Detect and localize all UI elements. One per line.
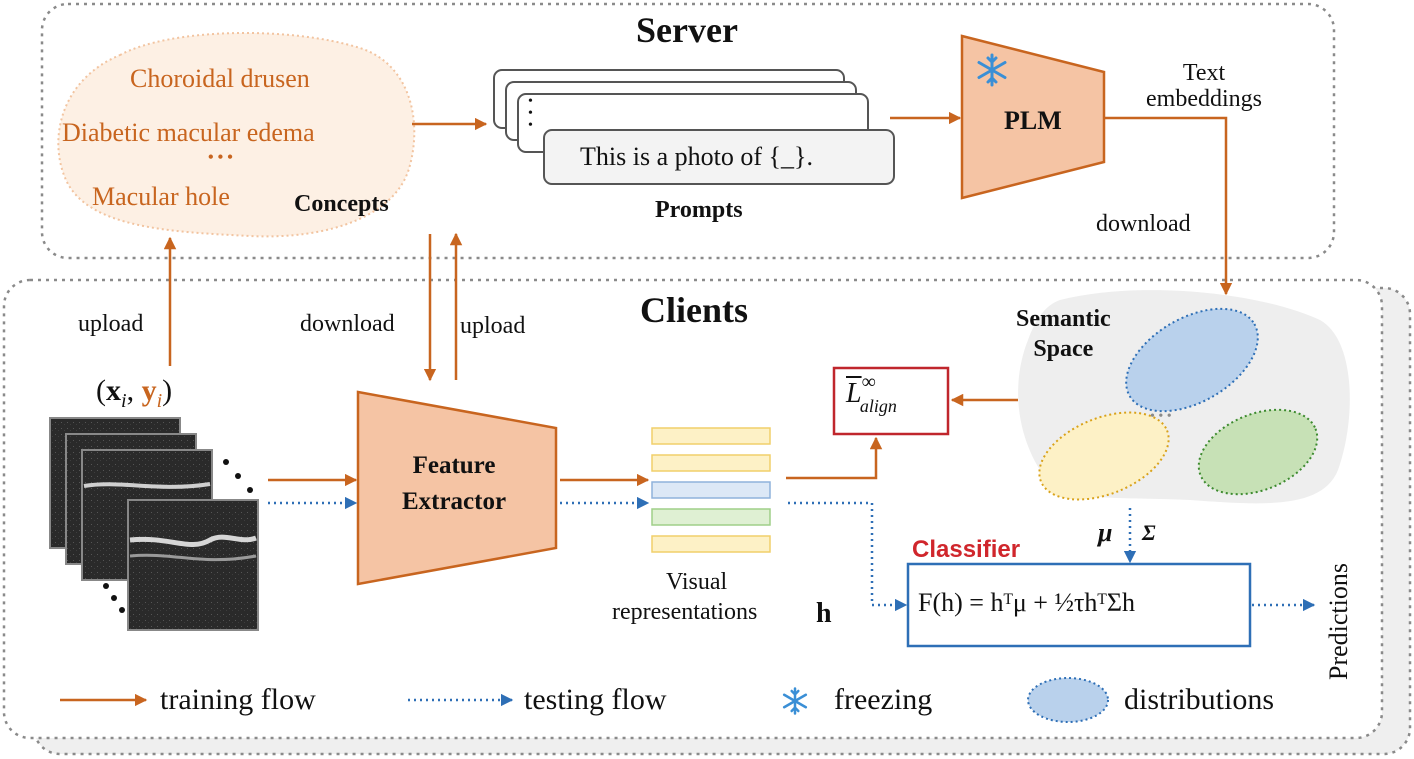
plm-block (960, 34, 1106, 200)
visual-label-line2: representations (612, 599, 758, 625)
snowflake-icon (977, 53, 1007, 87)
visual-label-line1: Visual (666, 569, 728, 595)
mu-label: μ (1098, 518, 1113, 547)
legend-distribution-ellipse (1027, 677, 1109, 723)
predictions-label: Predictions (1324, 563, 1353, 680)
server-download-label: download (1096, 211, 1191, 237)
concept-item-2: Diabetic macular edema (62, 118, 315, 147)
align-loss-box (832, 366, 950, 436)
visual-representation-bars (651, 427, 771, 553)
visual-symbol-h: h (816, 598, 832, 629)
feature-extractor-label: Feature Extractor (401, 452, 507, 515)
clients-title: Clients (640, 290, 748, 330)
semantic-ellipsis: • • • (1150, 409, 1172, 424)
classifier-formula: F(h) = hᵀμ + ½τhᵀΣh (918, 588, 1135, 617)
concepts-cloud (57, 31, 416, 238)
plm-to-semantic-arrow (1104, 116, 1233, 296)
bars-to-classifier-arrow (788, 501, 908, 612)
input-pair-label: (xi, yi) (96, 374, 173, 412)
sigma-label: Σ (1142, 520, 1156, 545)
align-loss-formula: L∞align (846, 371, 897, 416)
feature-extractor-block (356, 390, 558, 586)
legend-freezing-label: freezing (834, 683, 933, 716)
concept-item-1: Choroidal drusen (130, 64, 310, 93)
upload-left-label: upload (78, 311, 144, 337)
concepts-label: Concepts (294, 191, 389, 217)
classifier-box (906, 562, 1252, 648)
prompt-ellipsis: • • • (528, 94, 533, 133)
legend-snowflake-icon (782, 687, 808, 715)
legend-training-label: training flow (160, 683, 316, 716)
legend-testing-label: testing flow (524, 683, 667, 716)
distribution-blue (1125, 307, 1259, 413)
upload-mid-label: upload (460, 313, 526, 339)
image-stack-dots (103, 459, 253, 613)
concept-ellipsis: • • • (208, 149, 233, 166)
semantic-space-label: Semantic Space (1016, 306, 1111, 362)
concept-item-3: Macular hole (92, 182, 230, 211)
classifier-label: Classifier (912, 536, 1021, 563)
distribution-yellow (1038, 411, 1170, 501)
plm-label: PLM (1004, 106, 1062, 135)
server-title: Server (636, 10, 738, 50)
prompt-text: This is a photo of {_}. (580, 142, 813, 171)
prompt-card-front (543, 129, 895, 185)
prompts-label: Prompts (655, 197, 743, 223)
text-embeddings-label: Text embeddings (1146, 60, 1262, 112)
download-mid-label: download (300, 311, 395, 337)
legend-distributions-label: distributions (1124, 683, 1275, 716)
distribution-green (1197, 408, 1319, 496)
bars-to-loss-arrow (786, 436, 883, 480)
oct-image-stack (49, 417, 259, 631)
